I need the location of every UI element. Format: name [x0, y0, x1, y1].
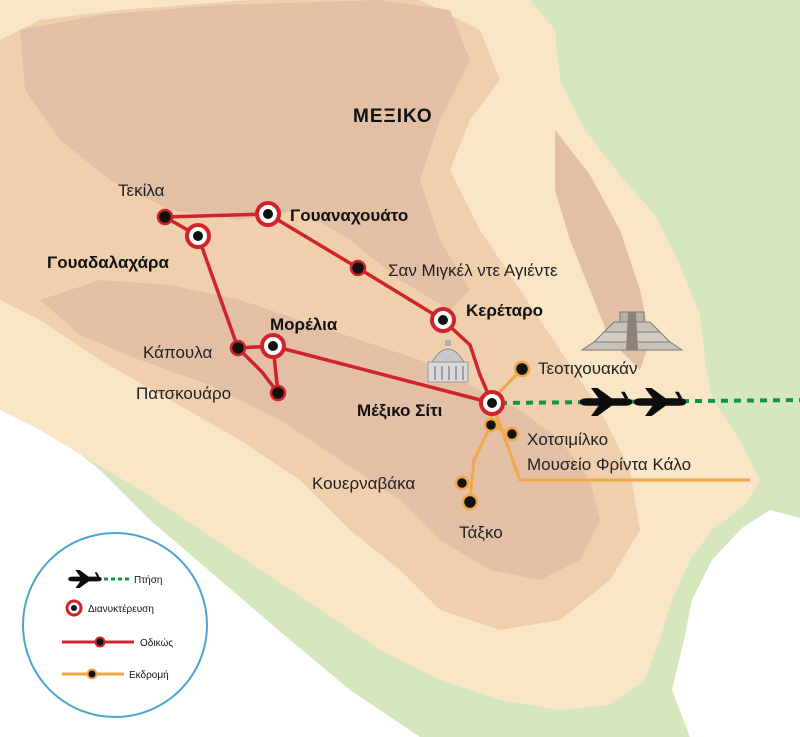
road-route-south	[236, 345, 281, 400]
map-legend: Πτήση Διανυκτέρευση Οδικώς Εκδρομή	[22, 532, 208, 718]
palace-of-fine-arts-icon	[427, 340, 469, 383]
legend-label-road: Οδικώς	[140, 637, 173, 649]
overnight-marker[interactable]	[255, 201, 281, 227]
overnight-marker[interactable]	[260, 333, 286, 359]
excursion-stop-marker[interactable]	[483, 417, 499, 433]
excursion-stop-marker[interactable]	[454, 475, 470, 491]
road-stop-marker[interactable]	[229, 339, 247, 357]
overnight-marker[interactable]	[479, 390, 505, 416]
city-label-tequila: Τεκίλα	[118, 181, 165, 200]
city-label-cuernavaca: Κουερναβάκα	[312, 474, 415, 493]
city-label-taxco: Τάξκο	[459, 523, 503, 542]
country-label: ΜΕΞΙΚΟ	[353, 106, 433, 127]
overnight-marker[interactable]	[185, 223, 211, 249]
overnight-marker[interactable]	[430, 307, 456, 333]
city-label-mexico-city: Μέξικο Σίτι	[357, 401, 443, 420]
city-label-frida-kahlo-museum: Μουσείο Φρίντα Κάλο	[527, 455, 691, 474]
city-label-capula: Κάπουλα	[143, 343, 212, 362]
mountain-area-center	[40, 280, 600, 580]
mountain-area-sierra	[555, 130, 650, 370]
mountain-area-north	[20, 0, 470, 310]
city-label-patzcuaro: Πατσκουάρο	[136, 384, 231, 403]
city-label-morelia: Μορέλια	[270, 315, 338, 334]
city-label-guanajuato: Γουαναχουάτο	[290, 206, 408, 225]
excursion-stop-marker[interactable]	[513, 360, 531, 378]
city-label-san-miguel: Σαν Μιγκέλ ντε Αγιέντε	[388, 261, 558, 280]
city-label-guadalajara: Γουαδαλαχάρα	[47, 253, 170, 272]
legend-label-overnight: Διανυκτέρευση	[88, 603, 154, 615]
city-label-xochimilco: Χοτσιμίλκο	[527, 430, 608, 449]
excursion-line-icon	[62, 668, 124, 680]
city-label-queretaro: Κερέταρο	[466, 301, 543, 320]
road-stop-marker[interactable]	[269, 384, 287, 402]
flight-route	[499, 398, 800, 405]
city-label-teotihuacan: Τεοτιχουακάν	[538, 359, 637, 378]
legend-label-excursion: Εκδρομή	[129, 669, 169, 681]
pyramid-icon	[580, 311, 684, 351]
legend-label-flight: Πτήση	[134, 574, 162, 586]
road-route	[164, 212, 494, 405]
overnight-marker-icon	[65, 599, 83, 617]
road-stop-marker[interactable]	[156, 208, 174, 226]
excursion-stop-marker[interactable]	[461, 493, 479, 511]
road-stop-marker[interactable]	[349, 259, 367, 277]
road-line-icon	[62, 636, 134, 648]
excursion-stop-marker[interactable]	[504, 426, 520, 442]
